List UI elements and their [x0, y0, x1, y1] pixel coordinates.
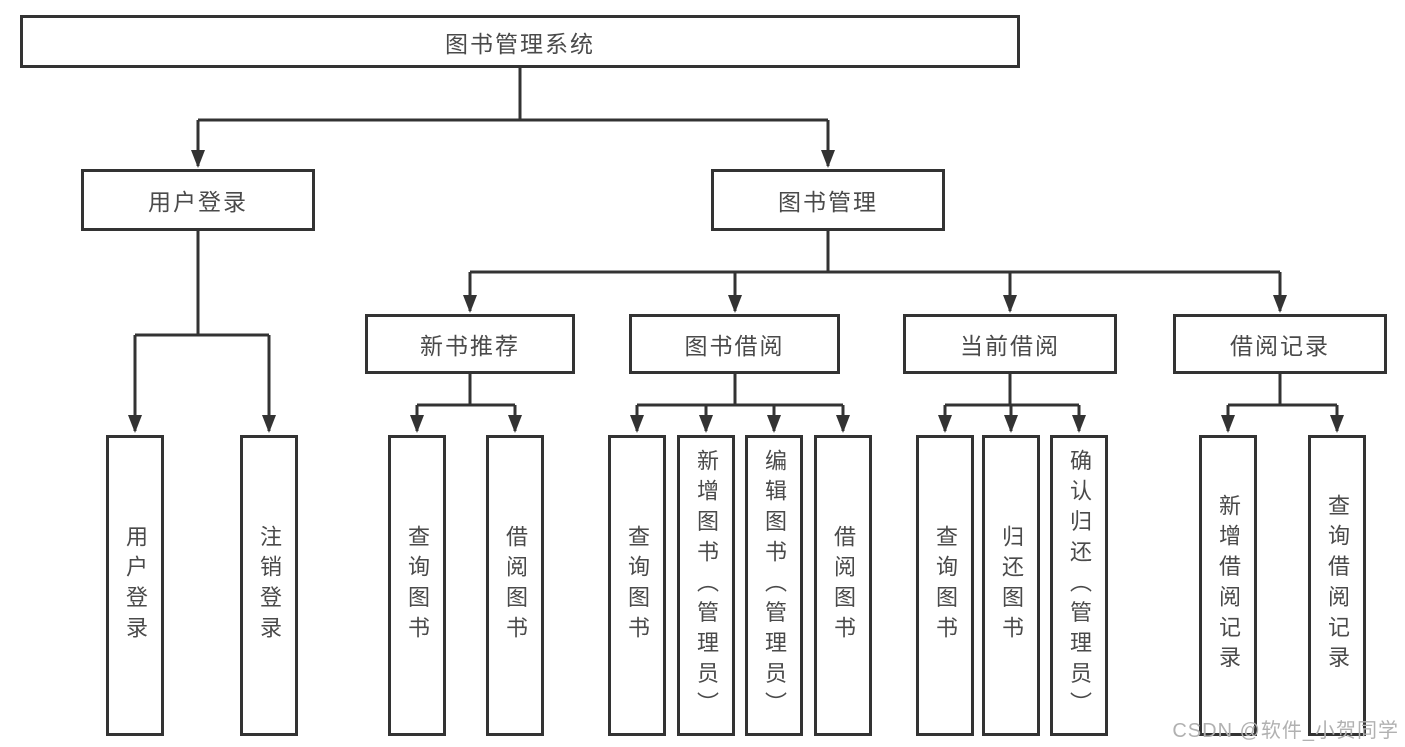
node-query-borrow-record: 查询借阅记录	[1308, 435, 1366, 736]
node-borrow-books-1: 借阅图书	[486, 435, 544, 736]
node-borrow-books-2: 借阅图书	[814, 435, 872, 736]
node-query-books-1: 查询图书	[388, 435, 446, 736]
node-confirm-return-admin: 确认归还（管理员）	[1050, 435, 1108, 736]
node-user-login-group: 用户登录	[81, 169, 315, 231]
node-add-borrow-record: 新增借阅记录	[1199, 435, 1257, 736]
node-book-management: 图书管理	[711, 169, 945, 231]
csdn-watermark: CSDN @软件_小贺同学	[1172, 720, 1399, 742]
node-library-management-system: 图书管理系统	[20, 15, 1020, 68]
node-logout: 注销登录	[240, 435, 298, 736]
node-current-borrowing: 当前借阅	[903, 314, 1117, 374]
node-book-borrowing: 图书借阅	[629, 314, 840, 374]
node-new-book-recommendation: 新书推荐	[365, 314, 575, 374]
node-user-login: 用户登录	[106, 435, 164, 736]
node-query-books-2: 查询图书	[608, 435, 666, 736]
node-query-books-3: 查询图书	[916, 435, 974, 736]
node-edit-book-admin: 编辑图书（管理员）	[745, 435, 803, 736]
node-add-book-admin: 新增图书（管理员）	[677, 435, 735, 736]
node-return-books: 归还图书	[982, 435, 1040, 736]
node-borrowing-records: 借阅记录	[1173, 314, 1387, 374]
